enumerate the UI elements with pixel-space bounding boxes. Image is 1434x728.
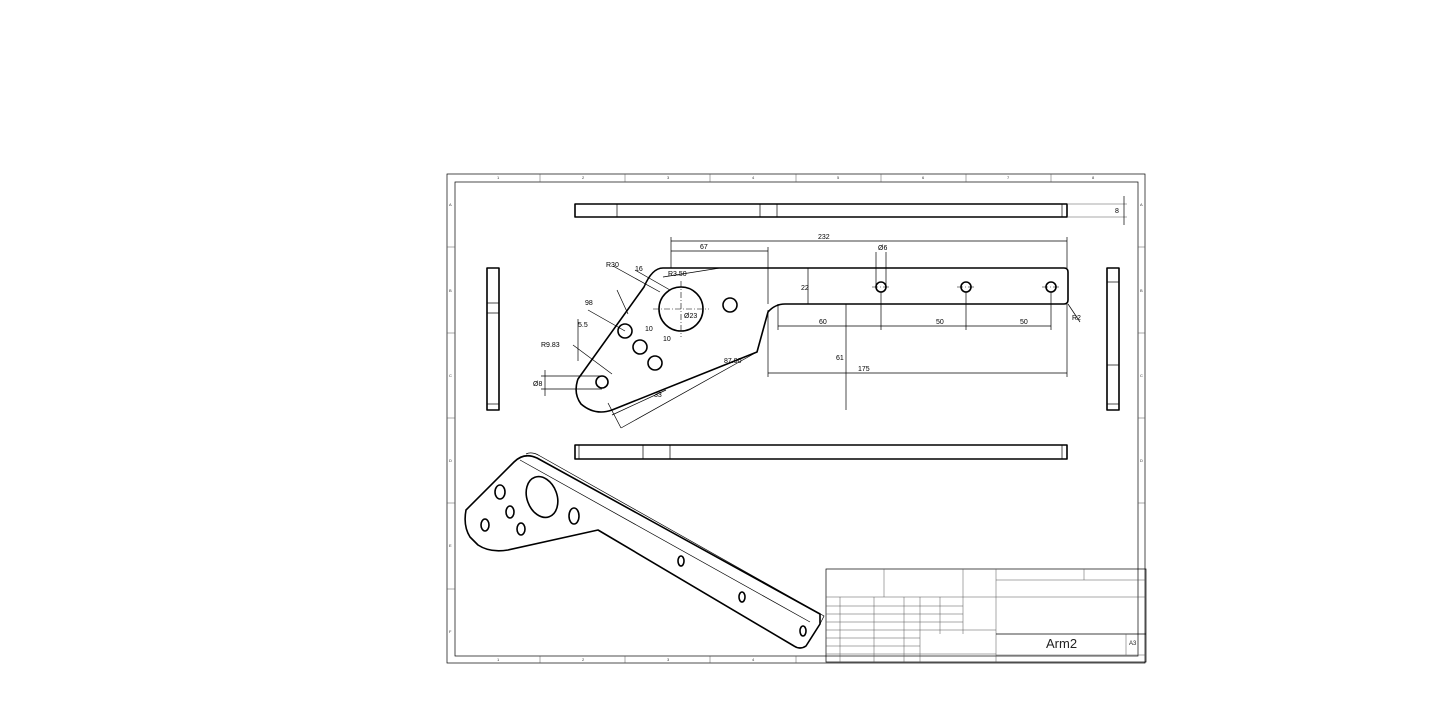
zone-col-2: 2	[582, 175, 585, 180]
dim-lower-length: 175	[858, 366, 870, 373]
zone-col-3-bottom: 3	[667, 657, 670, 662]
zone-row-b: B	[449, 288, 452, 293]
dim-98: 98	[585, 300, 593, 307]
dim-end-radius: R2	[1072, 315, 1081, 322]
zone-row-d-right: D	[1140, 458, 1143, 463]
dim-boss-radius: R30	[606, 262, 619, 269]
dim-hole-spacing-b: 10	[663, 336, 671, 343]
zone-row-a-right: A	[1140, 202, 1143, 207]
dim-r9-83: R9.83	[541, 342, 560, 349]
dim-small-dia: Ø8	[533, 381, 542, 388]
dim-hole-dia: Ø6	[878, 245, 887, 252]
zone-row-e: E	[449, 543, 452, 548]
dim-pitch-1: 60	[819, 319, 827, 326]
zone-col-1: 1	[497, 175, 500, 180]
dim-hole-spacing-a: 10	[645, 326, 653, 333]
zone-col-5: 5	[837, 175, 840, 180]
zone-col-7: 7	[1007, 175, 1010, 180]
title-block: Arm2 A3	[825, 568, 1147, 663]
dim-boss-width: 16	[635, 266, 643, 273]
bottom-view	[574, 444, 1068, 460]
drawing-title: Arm2	[1046, 636, 1077, 651]
dim-33: 33	[654, 392, 662, 399]
zone-row-f: F	[449, 629, 452, 634]
zone-col-4: 4	[752, 175, 755, 180]
zone-ticks	[447, 174, 1145, 663]
dim-bore-dia: Ø23	[684, 313, 697, 320]
zone-col-3: 3	[667, 175, 670, 180]
left-side-view	[486, 267, 500, 411]
zone-col-1-bottom: 1	[497, 657, 500, 662]
dim-arm-height: 22	[801, 285, 809, 292]
zone-col-8: 8	[1092, 175, 1095, 180]
front-view	[575, 267, 1069, 413]
zone-labels: 1 2 3 4 5 6 7 8 1 2 3 4 A B C D E F A B …	[449, 175, 1143, 662]
dim-overall-length: 232	[818, 234, 830, 241]
zone-col-4-bottom: 4	[752, 657, 755, 662]
sheet-inner-border	[454, 181, 1139, 657]
dim-pitch-3: 50	[1020, 319, 1028, 326]
sheet-size: A3	[1129, 641, 1137, 647]
dim-87-90: 87.90	[724, 358, 742, 365]
dim-thickness: 8	[1115, 208, 1119, 215]
zone-row-b-right: B	[1140, 288, 1143, 293]
zone-row-c-right: C	[1140, 373, 1143, 378]
dimension-text: 232 67 Ø6 22 60 50 50 R2 175 61 Ø8 R30 1…	[533, 234, 1081, 399]
zone-col-6: 6	[922, 175, 925, 180]
sheet-outer-border	[446, 173, 1146, 664]
dim-top-offset: 67	[700, 244, 708, 251]
zone-col-2-bottom: 2	[582, 657, 585, 662]
dim-bore-radius: R3.50	[668, 271, 687, 278]
dim-vertical: 61	[836, 355, 844, 362]
dim-5-5: 5.5	[578, 322, 588, 329]
top-view: 8	[574, 196, 1127, 225]
dimension-lines	[541, 237, 1081, 429]
zone-row-c: C	[449, 373, 452, 378]
isometric-view	[464, 452, 825, 649]
dim-pitch-2: 50	[936, 319, 944, 326]
zone-row-a: A	[449, 202, 452, 207]
right-side-view	[1106, 267, 1120, 411]
zone-row-d: D	[449, 458, 452, 463]
